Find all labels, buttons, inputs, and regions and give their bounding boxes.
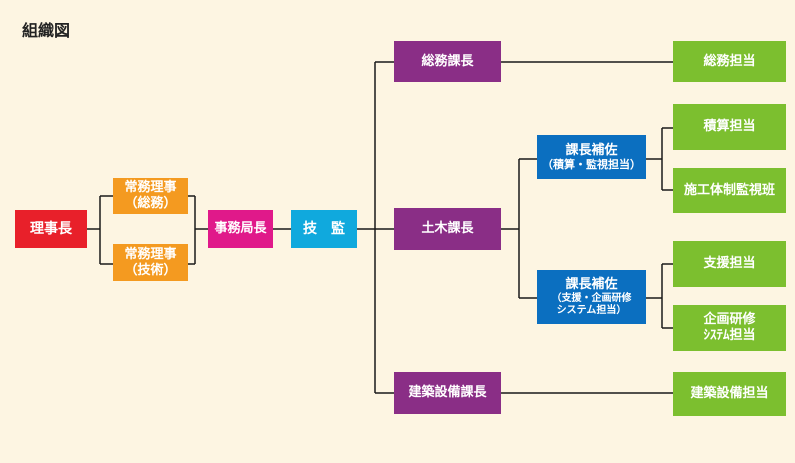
executive-director-technical-line1: 常務理事 (124, 246, 177, 262)
secretary-general-label: 事務局長 (214, 221, 267, 237)
building-equipment-staff-label: 建築設備担当 (690, 386, 769, 402)
executive-director-general-line2: （総務） (124, 196, 177, 211)
deputy-manager-estimation-line2: （積算・監視担当） (542, 158, 641, 172)
technical-supervisor-box: 技 監 (291, 210, 357, 248)
deputy-manager-support-line1: 課長補佐 (565, 277, 618, 293)
planning-training-system-staff-line1: 企画研修 (703, 312, 756, 328)
general-affairs-staff-label: 総務担当 (703, 53, 756, 69)
general-affairs-staff-box: 総務担当 (673, 41, 786, 82)
executive-director-general-line1: 常務理事 (124, 180, 177, 196)
deputy-manager-estimation-line1: 課長補佐 (565, 142, 618, 158)
chairman-box: 理事長 (15, 210, 87, 248)
construction-monitoring-team-box: 施工体制監視班 (673, 168, 786, 213)
deputy-manager-estimation-box: 課長補佐 （積算・監視担当） (537, 135, 646, 179)
estimation-staff-label: 積算担当 (703, 119, 756, 135)
planning-training-system-staff-box: 企画研修 ｼｽﾃﾑ担当 (673, 305, 786, 351)
estimation-staff-box: 積算担当 (673, 104, 786, 150)
technical-supervisor-label: 技 監 (303, 220, 345, 237)
support-staff-label: 支援担当 (703, 256, 756, 272)
support-staff-box: 支援担当 (673, 241, 786, 287)
civil-engineering-manager-box: 土木課長 (394, 208, 501, 250)
building-equipment-staff-box: 建築設備担当 (673, 372, 786, 416)
executive-director-technical-line2: （技術） (124, 262, 177, 278)
secretary-general-box: 事務局長 (208, 210, 273, 248)
executive-director-general-box: 常務理事 （総務） (113, 178, 188, 214)
construction-monitoring-team-label: 施工体制監視班 (683, 182, 775, 198)
page-title: 組織図 (22, 21, 71, 40)
building-equipment-manager-label: 建築設備課長 (408, 385, 487, 401)
deputy-manager-support-box: 課長補佐 （支援・企画研修 システム担当） (537, 270, 646, 324)
building-equipment-manager-box: 建築設備課長 (394, 372, 501, 414)
planning-training-system-staff-line2: ｼｽﾃﾑ担当 (703, 328, 756, 343)
executive-director-technical-box: 常務理事 （技術） (113, 244, 188, 281)
general-affairs-manager-label: 総務課長 (421, 53, 474, 69)
civil-engineering-manager-label: 土木課長 (421, 221, 474, 237)
deputy-manager-support-line3: システム担当） (556, 304, 627, 316)
chairman-label: 理事長 (30, 220, 72, 237)
deputy-manager-support-line2: （支援・企画研修 (551, 292, 632, 304)
general-affairs-manager-box: 総務課長 (394, 41, 501, 82)
